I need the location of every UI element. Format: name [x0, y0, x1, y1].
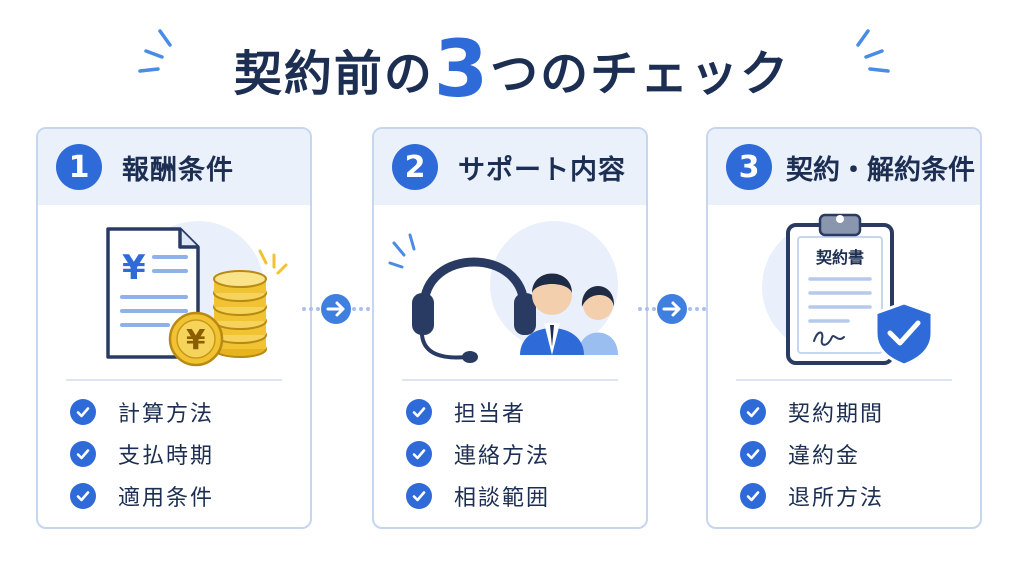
document-title: 契約書	[815, 248, 864, 267]
contract-clipboard-shield-icon: 契約書	[762, 213, 934, 367]
card-compensation: 1 報酬条件 ¥ ¥	[36, 127, 312, 529]
checklist-item-label: 適用条件	[118, 486, 215, 511]
right-spark-icon	[856, 29, 890, 73]
title-after: つのチェック	[490, 46, 791, 102]
checklist-item: 違約金	[740, 433, 884, 475]
checklist-item-label: 違約金	[788, 444, 861, 469]
support-headset-people-icon	[388, 221, 618, 363]
checklist-item: 連絡方法	[406, 433, 550, 475]
card-divider	[402, 379, 618, 381]
arrow-right-icon	[302, 294, 370, 324]
check-icon	[70, 399, 96, 425]
title-before: 契約前の	[233, 46, 434, 102]
checklist-item: 支払時期	[70, 433, 214, 475]
checklist-item: 担当者	[406, 391, 550, 433]
checklist-item: 退所方法	[740, 475, 884, 517]
checklist: 契約期間 違約金 退所方法	[740, 391, 884, 517]
step-badge: 3	[726, 144, 772, 190]
left-spark-icon	[138, 29, 172, 73]
checklist: 計算方法 支払時期 適用条件	[70, 391, 214, 517]
card-title: 報酬条件	[122, 154, 234, 186]
checklist-item: 計算方法	[70, 391, 214, 433]
card-divider	[66, 379, 282, 381]
card-header: 1 報酬条件	[38, 129, 310, 205]
check-icon	[406, 399, 432, 425]
card-title: 契約・解約条件	[786, 154, 975, 186]
check-icon	[406, 483, 432, 509]
checklist-item-label: 支払時期	[118, 444, 215, 469]
checklist-item: 契約期間	[740, 391, 884, 433]
card-header: 2 サポート内容	[374, 129, 646, 205]
step-badge: 1	[56, 144, 102, 190]
checklist-item-label: 退所方法	[788, 486, 885, 511]
arrow-right-icon	[638, 294, 706, 324]
check-icon	[70, 483, 96, 509]
check-icon	[740, 441, 766, 467]
coin-yen-sign: ¥	[186, 323, 206, 356]
checklist: 担当者 連絡方法 相談範囲	[406, 391, 550, 517]
check-icon	[740, 483, 766, 509]
checklist-item-label: 計算方法	[118, 402, 215, 427]
card-header: 3 契約・解約条件	[708, 129, 980, 205]
checklist-item-label: 担当者	[454, 402, 527, 427]
title-number: 3	[433, 25, 491, 115]
check-icon	[740, 399, 766, 425]
checklist-item: 適用条件	[70, 475, 214, 517]
check-icon	[406, 441, 432, 467]
check-icon	[70, 441, 96, 467]
step-badge: 2	[392, 144, 438, 190]
checklist-item-label: 連絡方法	[454, 444, 551, 469]
page-title: 契約前の3つのチェック	[0, 30, 1024, 114]
document-yen-sign: ¥	[122, 248, 146, 288]
checklist-item-label: 契約期間	[788, 402, 885, 427]
checklist-item-label: 相談範囲	[454, 486, 551, 511]
checklist-item: 相談範囲	[406, 475, 550, 517]
yen-document-coins-icon: ¥ ¥	[106, 221, 288, 367]
card-title: サポート内容	[458, 154, 626, 186]
card-divider	[736, 379, 952, 381]
card-contract: 3 契約・解約条件 契約書 契約期間 違約金 退所方法	[706, 127, 982, 529]
card-support: 2 サポート内容 担当者 連絡方法	[372, 127, 648, 529]
